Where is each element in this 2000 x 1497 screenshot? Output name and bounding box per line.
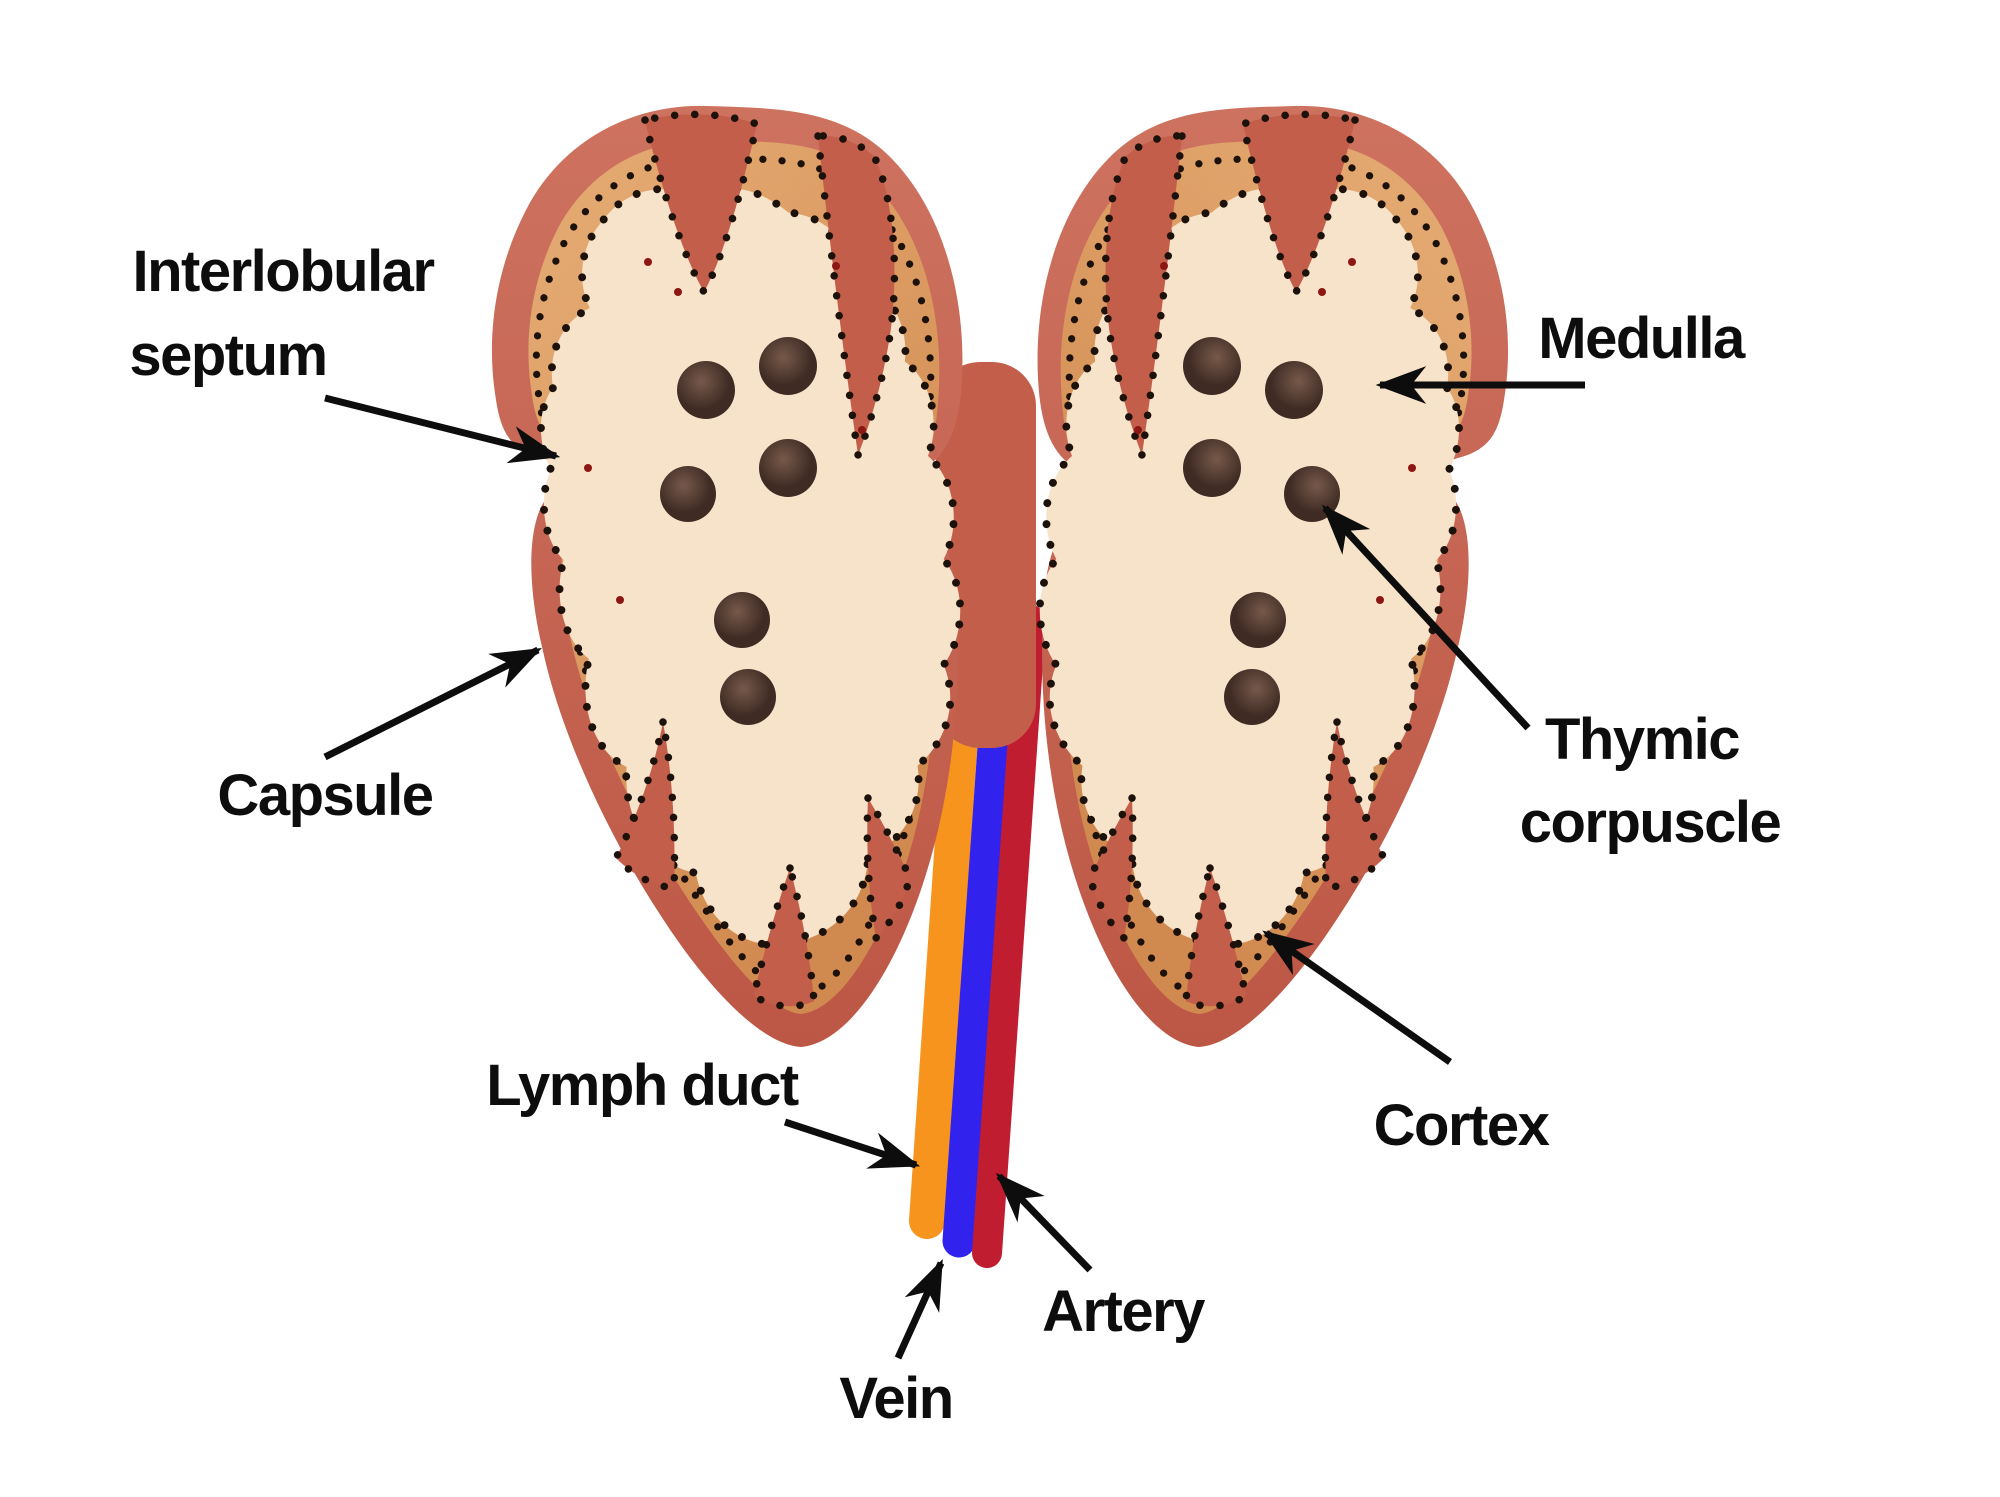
capsule-label: Capsule: [217, 763, 434, 828]
thymic-corpuscle-label-line1: Thymic: [1544, 707, 1741, 772]
vein-label: Vein: [839, 1366, 954, 1431]
thymic-corpuscle-circle: [720, 669, 776, 725]
vein-arrow: [894, 1258, 945, 1360]
thymic-corpuscle-label-line2: corpuscle: [1519, 790, 1782, 855]
interlobular-septum-arrow: [324, 394, 561, 464]
thymic-corpuscle-arrow: [1322, 504, 1531, 731]
cortex-label: Cortex: [1373, 1093, 1550, 1158]
annotation-arrows: [323, 366, 1585, 1360]
thymic-corpuscle-circle: [759, 439, 817, 497]
capsule-arrow: [323, 646, 542, 761]
interlobular-septum-label-line1: Interlobular: [132, 239, 435, 304]
left-lobe: [491, 105, 963, 1048]
thymic-corpuscles: [660, 337, 817, 725]
thymic-corpuscle-circle: [677, 361, 735, 419]
medulla-label: Medulla: [1538, 306, 1745, 371]
interlobular-septum-label-line2: septum: [129, 323, 328, 388]
thymic-corpuscle-circle: [714, 592, 770, 648]
lymph-duct-arrow: [783, 1118, 921, 1169]
artery-label: Artery: [1042, 1279, 1205, 1344]
thymic-corpuscle-circle: [660, 466, 716, 522]
lymph-duct-label: Lymph duct: [486, 1053, 799, 1118]
thymic-corpuscle-circle: [759, 337, 817, 395]
cortex-arrow: [1262, 930, 1453, 1065]
red-dots: [584, 258, 866, 604]
isthmus: [936, 362, 1036, 748]
artery-arrow: [995, 1172, 1093, 1273]
right-lobe: [1038, 106, 1509, 1047]
dotted-contours: [536, 114, 960, 1006]
